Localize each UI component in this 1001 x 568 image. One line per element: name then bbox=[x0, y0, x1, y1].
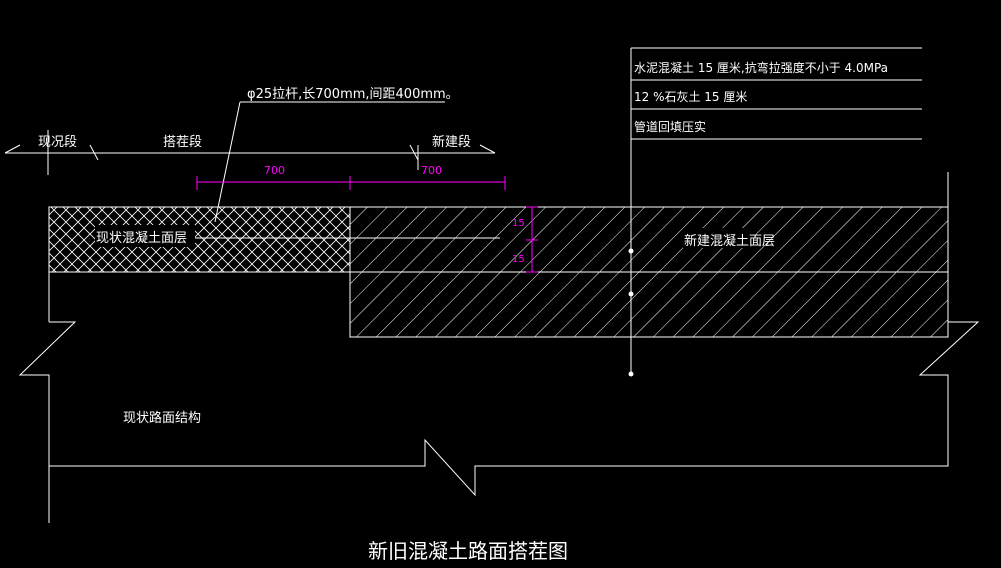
new-base-layer bbox=[349, 271, 949, 338]
dimension-right: 700 bbox=[421, 164, 442, 177]
thickness-lower: 15 bbox=[512, 254, 525, 265]
existing-structure-label: 现状路面结构 bbox=[123, 410, 201, 426]
dowel-note: φ25拉杆,长700mm,间距400mm。 bbox=[247, 87, 459, 102]
segment-line bbox=[4, 130, 496, 175]
new-surface-layer bbox=[349, 206, 949, 273]
drawing-title: 新旧混凝土路面搭茬图 bbox=[368, 539, 568, 563]
thickness-upper: 15 bbox=[512, 218, 525, 229]
segment-label-transition: 搭茬段 bbox=[163, 134, 202, 150]
existing-surface-layer bbox=[48, 206, 351, 273]
dowel-dimension bbox=[196, 176, 506, 190]
existing-structure-outline bbox=[18, 172, 980, 523]
legend-line-3: 管道回填压实 bbox=[634, 119, 706, 134]
segment-label-new: 新建段 bbox=[432, 134, 471, 150]
legend-line-1: 水泥混凝土 15 厘米,抗弯拉强度不小于 4.0MPa bbox=[634, 60, 888, 75]
thickness-dimension bbox=[526, 206, 538, 273]
legend-line-2: 12 %石灰土 15 厘米 bbox=[634, 90, 747, 104]
segment-label-existing: 现况段 bbox=[38, 135, 77, 150]
existing-surface-label: 现状混凝土面层 bbox=[96, 230, 187, 246]
legend-leader bbox=[628, 47, 922, 377]
new-surface-label: 新建混凝土面层 bbox=[684, 233, 775, 249]
dimension-left: 700 bbox=[264, 164, 285, 177]
